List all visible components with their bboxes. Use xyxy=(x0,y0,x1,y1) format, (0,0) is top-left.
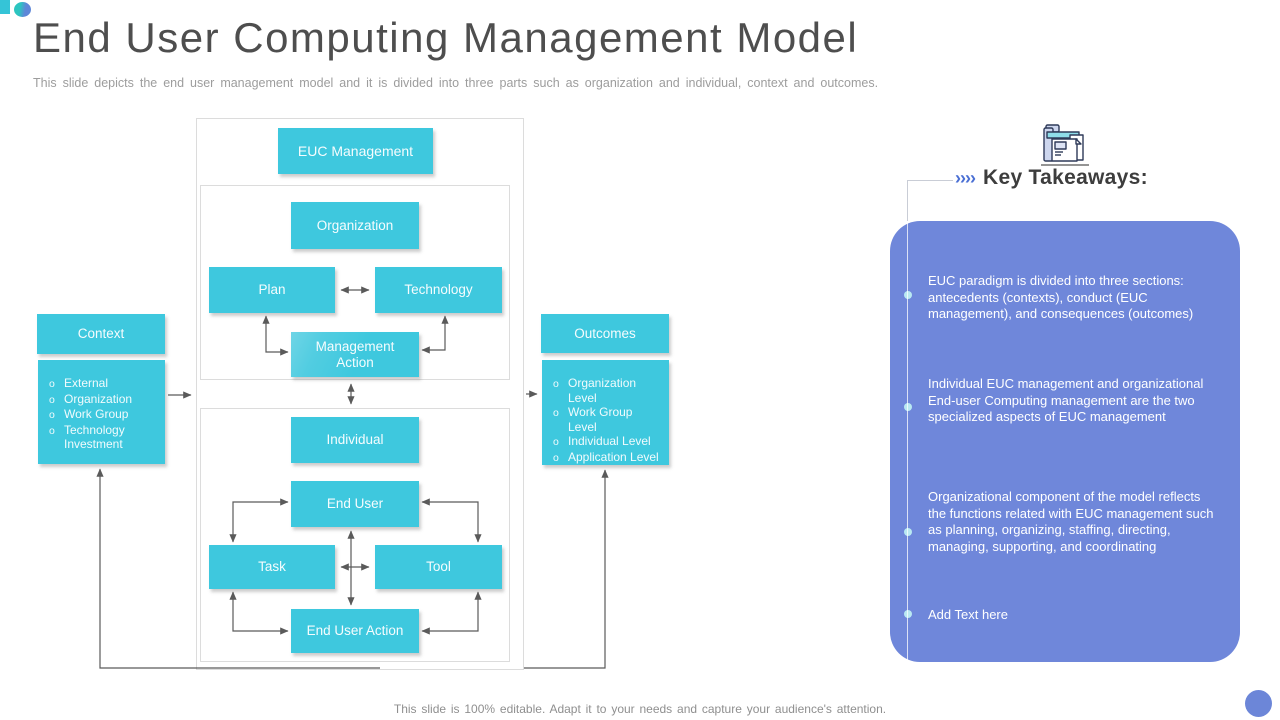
circle-bullet: o xyxy=(553,451,559,464)
corner-accent-bar xyxy=(0,0,10,14)
list-item: o External xyxy=(49,376,109,390)
takeaways-connector-line xyxy=(908,180,953,181)
list-item: o Work Group xyxy=(49,407,129,421)
context-header-box: Context xyxy=(37,314,165,354)
page-title: End User Computing Management Model xyxy=(33,14,859,61)
list-item: o Application Level xyxy=(553,449,659,464)
circle-bullet: o xyxy=(49,424,55,437)
context-list-box: o External o Organization o Work Group o… xyxy=(38,360,165,464)
list-item: o Work Group Level xyxy=(553,405,633,434)
list-item: o Technology Investment xyxy=(49,422,125,452)
dot-bullet xyxy=(904,291,912,299)
corner-accent-dot xyxy=(14,2,31,17)
plan-box: Plan xyxy=(209,267,335,313)
outcomes-header-box: Outcomes xyxy=(541,314,669,353)
folder-documents-icon xyxy=(1041,124,1089,166)
list-item: o Individual Level xyxy=(553,434,651,448)
slide-subtitle: This slide depicts the end user manageme… xyxy=(33,76,879,90)
takeaway-item: Organizational component of the model re… xyxy=(928,489,1214,554)
circle-bullet: o xyxy=(49,393,55,406)
organization-box: Organization xyxy=(291,202,419,249)
list-item: o Organization Level xyxy=(553,376,637,405)
circle-bullet: o xyxy=(553,378,559,390)
dot-bullet xyxy=(904,610,912,618)
takeaways-connector-line xyxy=(907,221,908,665)
outcomes-list-box: o Organization Level o Work Group Level … xyxy=(542,360,669,465)
task-box: Task xyxy=(209,545,335,589)
takeaway-item: Add Text here xyxy=(928,607,1008,622)
key-takeaways-panel: EUC paradigm is divided into three secti… xyxy=(890,221,1240,662)
takeaway-item: EUC paradigm is divided into three secti… xyxy=(928,273,1194,321)
takeaways-connector-line xyxy=(907,180,908,221)
euc-management-box: EUC Management xyxy=(278,128,433,174)
circle-bullet: o xyxy=(49,378,55,390)
slide-footer-note: This slide is 100% editable. Adapt it to… xyxy=(393,702,887,716)
dot-bullet xyxy=(904,403,912,411)
circle-bullet: o xyxy=(553,436,559,448)
chevrons-icon: ›››› xyxy=(955,168,976,188)
end-user-action-box: End User Action xyxy=(291,609,419,653)
takeaway-item: Individual EUC management and organizati… xyxy=(928,376,1204,424)
technology-box: Technology xyxy=(375,267,502,313)
end-user-box: End User xyxy=(291,481,419,527)
tool-box: Tool xyxy=(375,545,502,589)
dot-bullet xyxy=(904,528,912,536)
list-item: o Organization xyxy=(49,391,133,406)
key-takeaways-heading: Key Takeaways: xyxy=(983,166,1148,189)
bottom-right-accent-dot xyxy=(1245,690,1272,717)
individual-box: Individual xyxy=(291,417,419,463)
management-action-box: Management Action xyxy=(291,332,419,377)
circle-bullet: o xyxy=(49,409,55,421)
circle-bullet: o xyxy=(553,407,559,419)
